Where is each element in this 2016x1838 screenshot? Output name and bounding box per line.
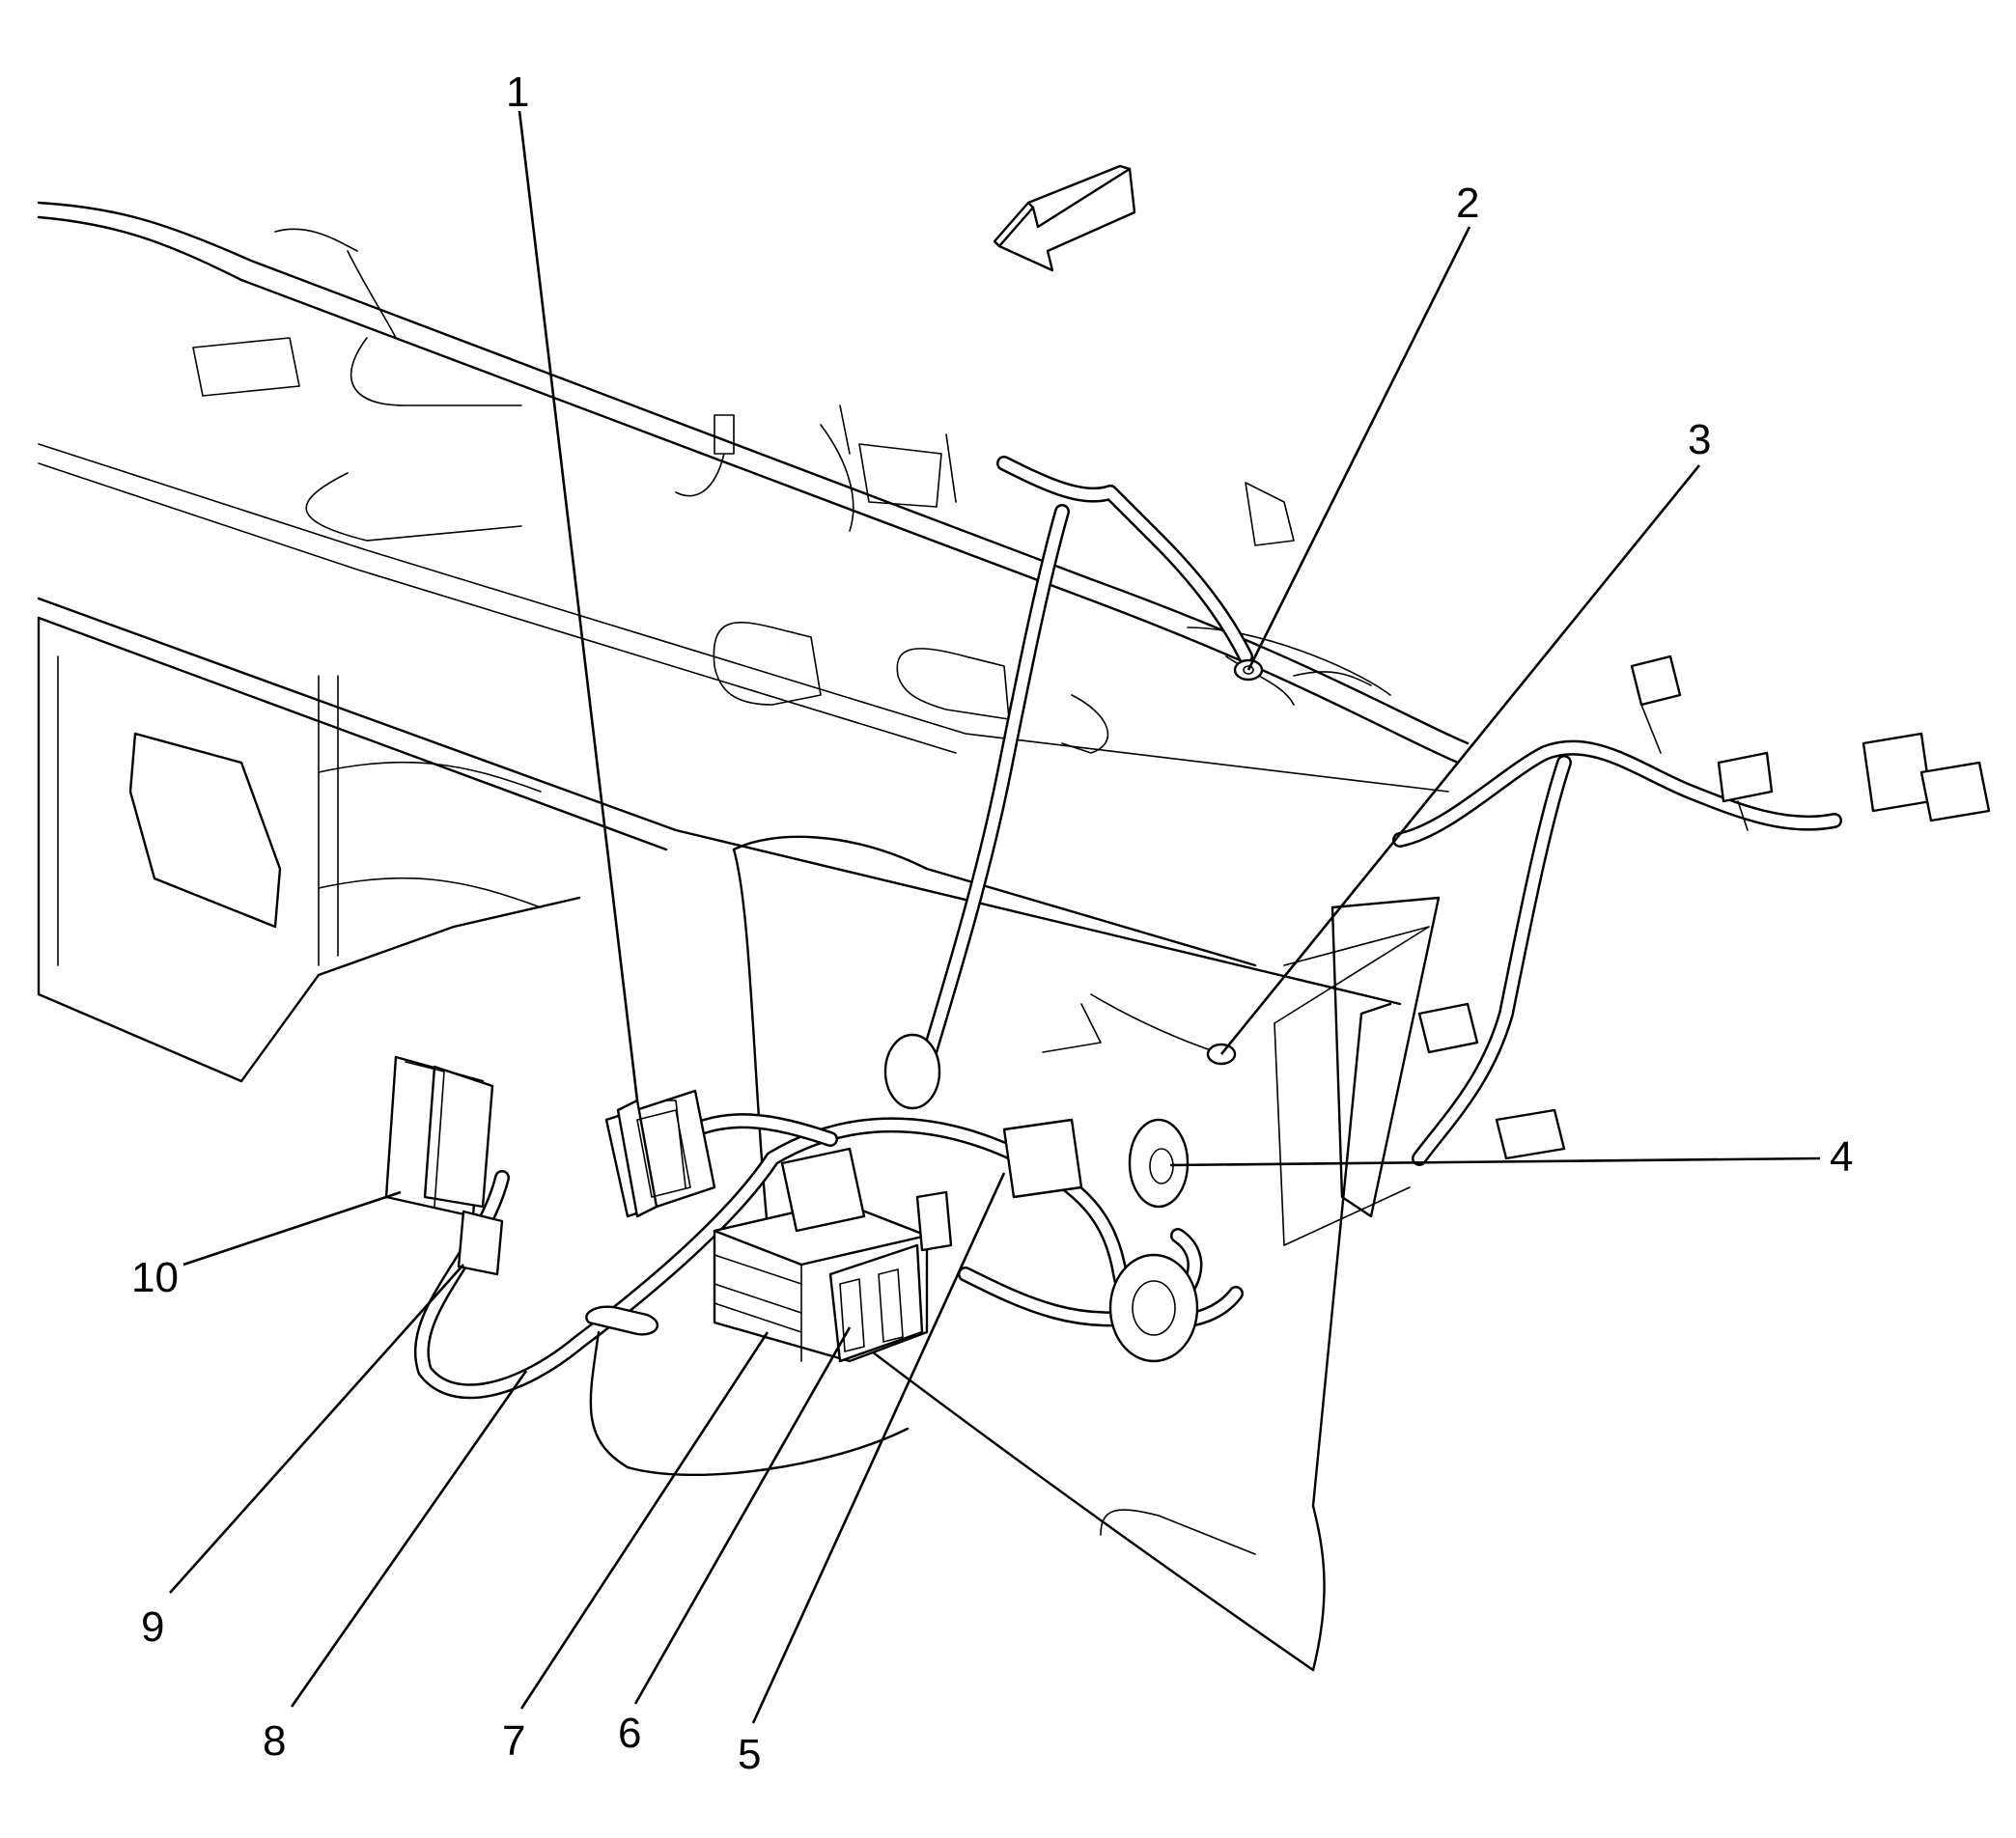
connector-1 [604, 1089, 716, 1218]
dash-grommets [883, 1033, 1199, 1363]
callout-4: 4 [1830, 1133, 1853, 1181]
callout-8: 8 [263, 1717, 286, 1765]
callout-10: 10 [131, 1254, 179, 1301]
callout-7: 7 [502, 1717, 525, 1765]
leader-lines [169, 110, 1821, 1724]
callout-6: 6 [618, 1710, 641, 1757]
cowl-panel [37, 201, 1470, 1672]
callout-3: 3 [1688, 416, 1711, 463]
fuse-block [713, 1147, 953, 1363]
ground-3 [1090, 993, 1237, 1066]
connector-5 [1002, 1118, 1083, 1199]
callout-1: 1 [506, 69, 529, 116]
front-direction-arrow-icon [993, 164, 1136, 272]
module-10 [384, 1055, 504, 1276]
upper-harness [274, 228, 1372, 1070]
grommet-4 [1128, 1118, 1190, 1209]
callout-2: 2 [1456, 180, 1479, 227]
right-harness [1392, 654, 1991, 1166]
callout-5: 5 [738, 1731, 761, 1778]
callout-9: 9 [141, 1603, 164, 1651]
callout-labels: 1 2 3 4 5 6 7 8 9 10 [131, 69, 1853, 1778]
